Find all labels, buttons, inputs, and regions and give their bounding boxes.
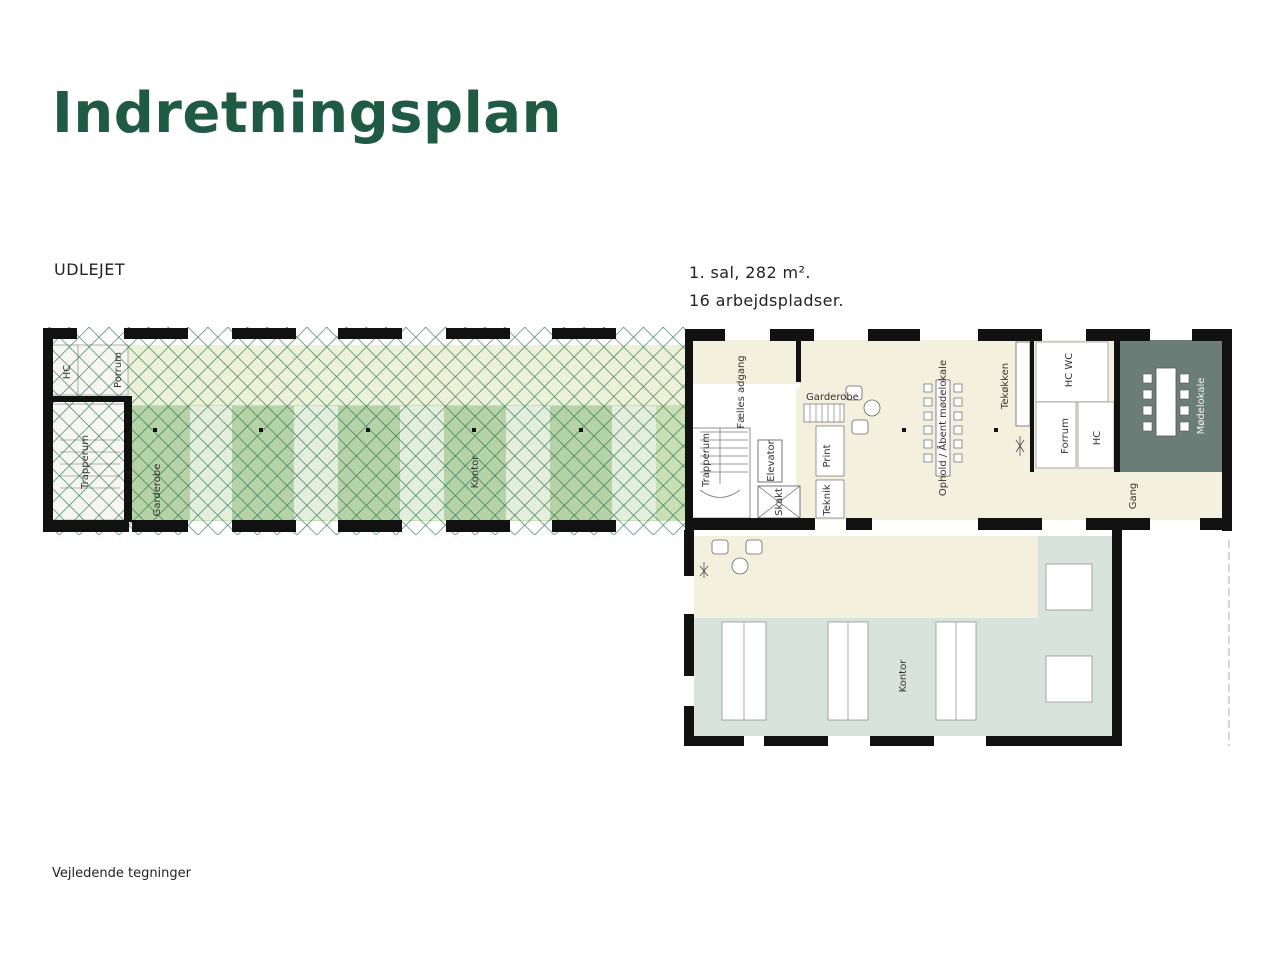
garderobe-label: Garderobe [806, 392, 859, 403]
floor-area-text: 1. sal, 282 m². [689, 263, 811, 282]
rented-wing: HC Porrum Trapperum Garderobe Kontor [43, 327, 686, 535]
porrum-label: Porrum [113, 352, 124, 388]
kontor-left-label: Kontor [470, 455, 481, 489]
available-unit: Fælles adgang Trapperum Elevator Skakt G… [684, 329, 1232, 746]
rented-status-label: UDLEJET [54, 260, 126, 279]
faelles-adgang-label: Fælles adgang [736, 355, 747, 428]
unit-walls [684, 329, 1232, 746]
print-label: Print [822, 444, 833, 467]
forrum-label: Forrum [1060, 418, 1071, 454]
trapperum-label: Trapperum [701, 433, 712, 488]
tekokken-label: Tekøkken [1000, 363, 1011, 410]
ophold-chairs [923, 383, 963, 463]
rented-wing-walls [43, 328, 616, 532]
plant-icon [699, 436, 1025, 578]
disclaimer-note: Vejledende tegninger [52, 866, 192, 881]
hc-label: HC [1092, 431, 1103, 446]
lounge-furniture [711, 385, 881, 575]
garderobe-left-label: Garderobe [152, 464, 163, 517]
hc-wc-label: HC WC [1064, 353, 1075, 388]
gang-label: Gang [1128, 483, 1139, 510]
floor-info: 1. sal, 282 m². 16 arbejdspladser. [689, 259, 844, 315]
teknik-label: Teknik [822, 484, 833, 516]
kontor-label: Kontor [898, 659, 909, 693]
modelokale-label: Mødelokale [1196, 378, 1207, 435]
office-desks [721, 563, 1093, 721]
trapperum-left-label: Trapperum [80, 435, 91, 490]
skakt-label: Skakt [774, 488, 785, 516]
ophold-label: Ophold / Åbent mødelokale [936, 360, 949, 496]
elevator-label: Elevator [766, 439, 777, 481]
workstations-text: 16 arbejdspladser. [689, 291, 844, 310]
page-title: Indretningsplan [52, 81, 562, 146]
meeting-room-chairs [1142, 373, 1190, 432]
hc-left-label: HC [62, 365, 73, 380]
